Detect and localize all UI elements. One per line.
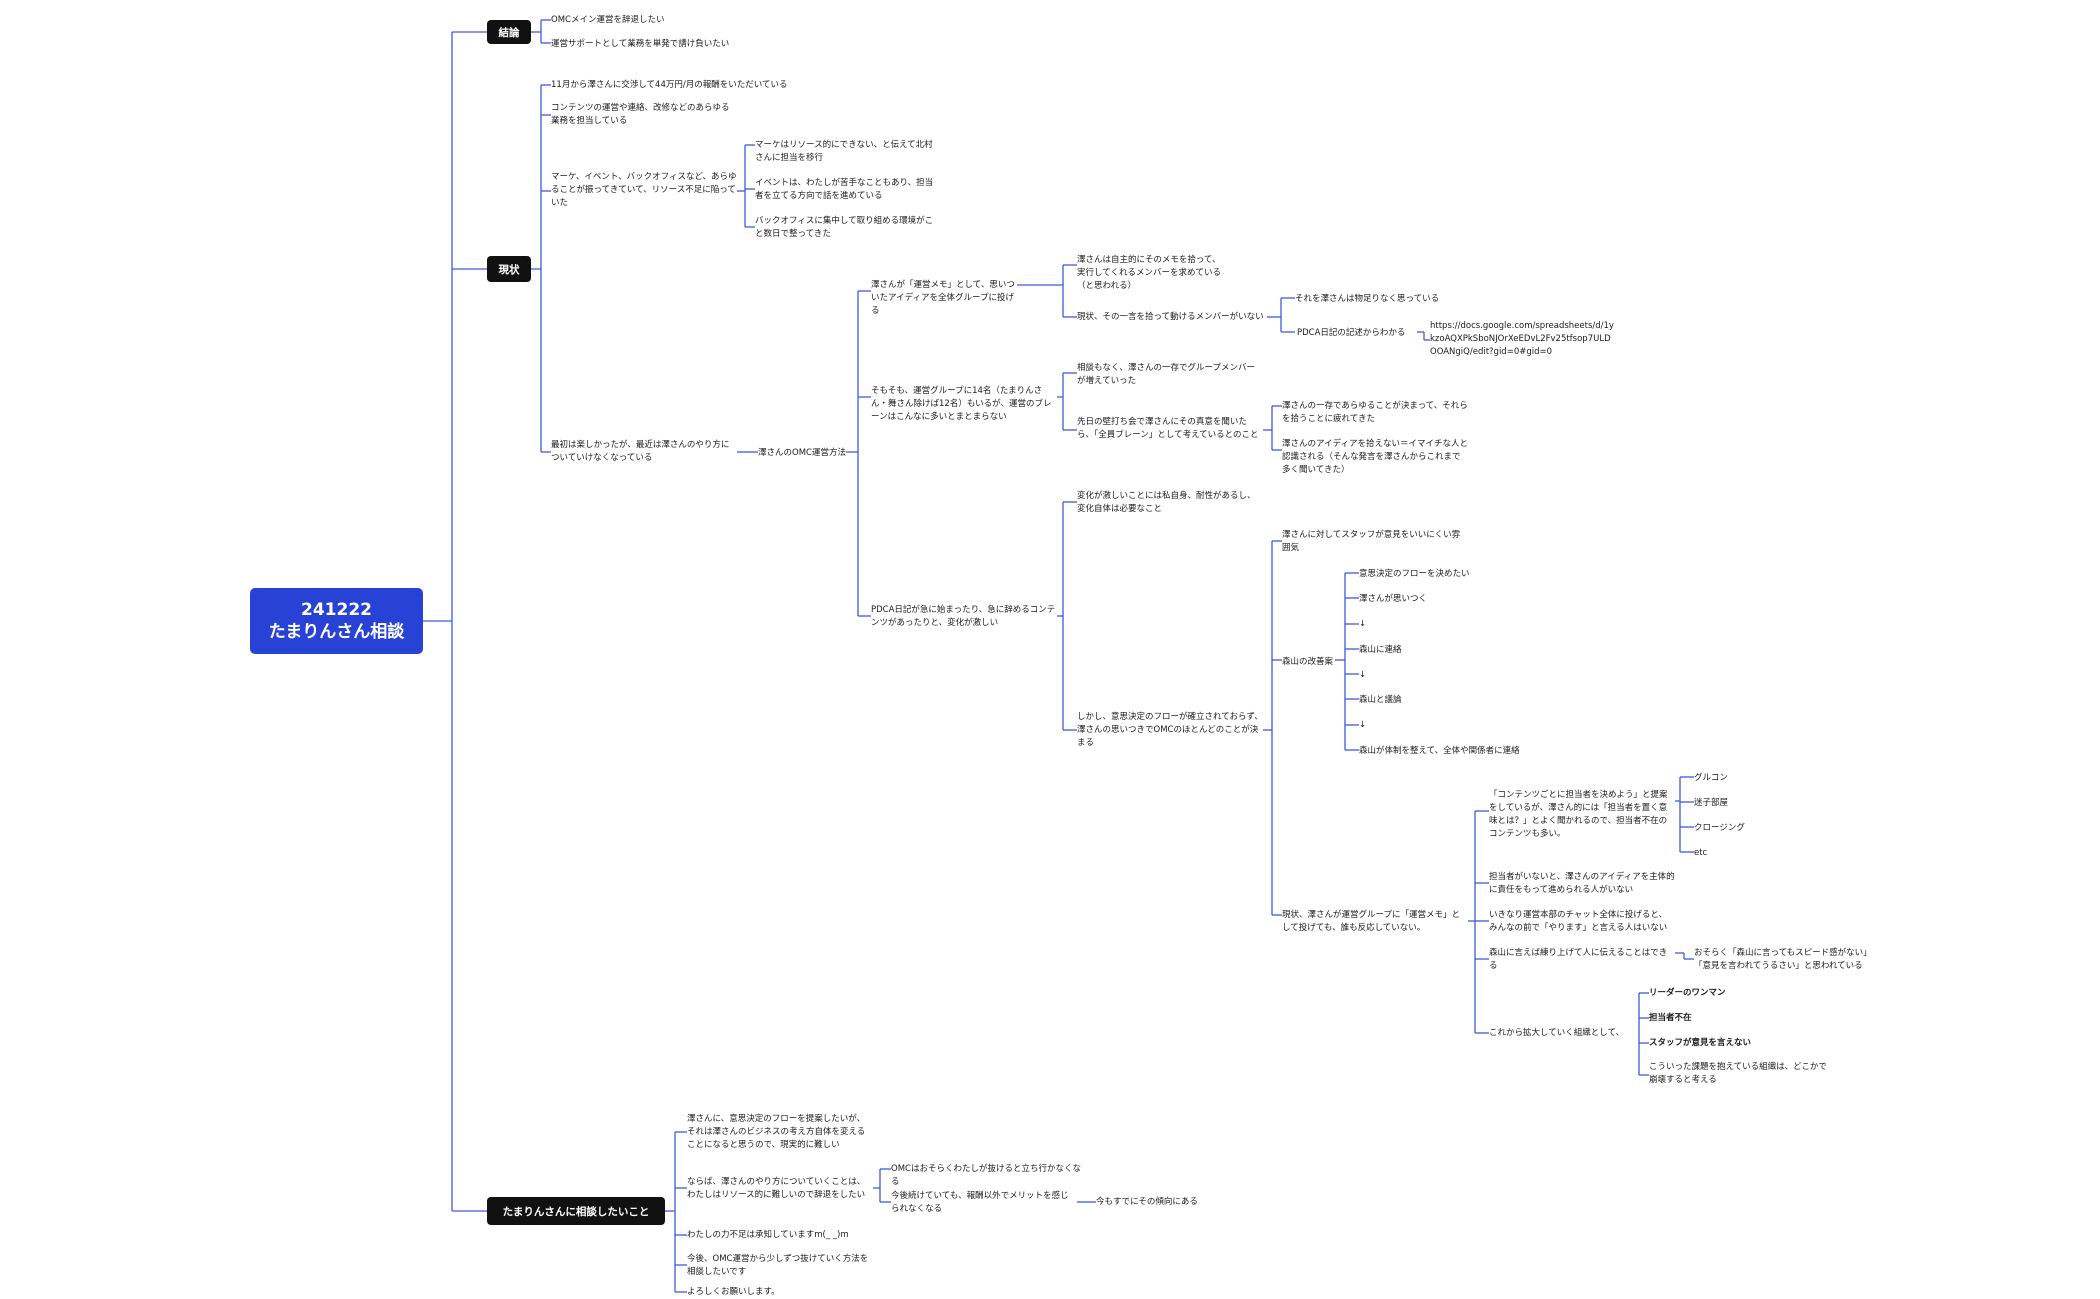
consult-item[interactable]: 今後、OMC運営から少しずつ抜けていく方法を相談したいです	[687, 1254, 869, 1277]
issue-item[interactable]: 「コンテンツごとに担当者を決めよう」と提案をしているが、澤さん的には「担当者を置…	[1489, 790, 1668, 839]
consult-item[interactable]: 澤さんに、意思決定のフローを提案したいが、それは澤さんのビジネスの考え方自体を変…	[687, 1114, 866, 1150]
method-point[interactable]: PDCA日記が急に始まったり、急に辞めるコンテンツがあったりと、変化が激しい	[871, 605, 1056, 628]
issue-item[interactable]: これから拡大していく組織として、	[1489, 1028, 1625, 1038]
status-item[interactable]: コンテンツの運営や連絡、改修などのあらゆる業務を担当している	[551, 103, 730, 126]
conclusion-item[interactable]: 運営サポートとして業務を単発で請け負いたい	[551, 39, 730, 49]
flow-step[interactable]: ↓	[1359, 619, 1367, 629]
consult-item[interactable]: わたしの力不足は承知していますm(_ _)m	[687, 1230, 849, 1240]
status-item[interactable]: 11月から澤さんに交渉して44万円/月の報酬をいただいている	[551, 80, 788, 90]
section-consult[interactable]: たまりんさんに相談したいこと	[487, 1197, 665, 1225]
method-point[interactable]: 先日の壁打ち会で澤さんにその真意を聞いたら、「全員ブレーン」として考えているとの…	[1077, 417, 1259, 440]
method-point[interactable]: 現状、澤さんが運営グループに「運営メモ」として投げても、誰も反応していない。	[1282, 910, 1460, 933]
org-issue[interactable]: リーダーのワンマン	[1649, 988, 1726, 998]
section-status[interactable]: 現状	[487, 256, 531, 282]
method-point[interactable]: そもそも、運営グループに14名（たまりんさん・舞さん除けば12名）もいるが、運営…	[871, 386, 1052, 422]
method-point[interactable]: それを澤さんは物足りなく思っている	[1295, 294, 1440, 304]
issue-item[interactable]: いきなり運営本部のチャット全体に投げると、みんなの前で「やります」と言える人はい…	[1489, 910, 1668, 933]
method-point[interactable]: 澤さんのアイディアを拾えない＝イマイチな人と認識される（そんな発言を澤さんからこ…	[1282, 439, 1468, 475]
section-conclusion[interactable]: 結論	[487, 20, 531, 44]
org-issue-note[interactable]: こういった課題を抱えている組織は、どこかで崩壊すると考える	[1649, 1062, 1827, 1085]
content-item[interactable]: グルコン	[1694, 773, 1728, 783]
flow-step[interactable]: 意思決定のフローを決めたい	[1359, 569, 1470, 579]
method-point[interactable]: しかし、意思決定のフローが確立されておらず、澤さんの思いつきでOMCのほとんどの…	[1077, 712, 1263, 748]
status-item[interactable]: マーケはリソース的にできない、と伝えて北村さんに担当を移行	[755, 140, 933, 163]
status-item[interactable]: バックオフィスに集中して取り組める環境がこと数日で整ってきた	[755, 216, 934, 239]
root-node[interactable]: 241222 たまりんさん相談	[250, 588, 423, 654]
flow-step[interactable]: 森山が体制を整えて、全体や関係者に連絡	[1359, 746, 1520, 756]
flow-step[interactable]: 森山と議論	[1359, 695, 1402, 705]
method-point[interactable]: 相談もなく、澤さんの一存でグループメンバーが増えていった	[1077, 363, 1255, 386]
method-point[interactable]: 澤さんに対してスタッフが意見をいいにくい雰囲気	[1282, 530, 1461, 553]
issue-item[interactable]: 森山に言えば練り上げて人に伝えることはできる	[1489, 948, 1668, 971]
org-issue[interactable]: 担当者不在	[1649, 1013, 1692, 1023]
consult-item[interactable]: ならば、澤さんのやり方についていくことは、わたしはリソース的に難しいので辞退をし…	[687, 1177, 866, 1200]
method-point[interactable]: PDCA日記の記述からわかる	[1297, 328, 1406, 338]
consult-item[interactable]: よろしくお願いします。	[687, 1287, 780, 1297]
consult-item[interactable]: OMCはおそらくわたしが抜けると立ち行かなくなる	[891, 1164, 1081, 1187]
issue-item[interactable]: 担当者がいないと、澤さんのアイディアを主体的に責任をもって進められる人がいない	[1489, 872, 1675, 895]
flow-step[interactable]: ↓	[1359, 720, 1367, 730]
consult-item[interactable]: 今もすでにその傾向にある	[1096, 1197, 1198, 1207]
content-item[interactable]: etc	[1694, 848, 1708, 858]
flow-step[interactable]: 澤さんが思いつく	[1359, 594, 1428, 604]
improvement-plan[interactable]: 森山の改善案	[1282, 657, 1334, 667]
status-item[interactable]: イベントは、わたしが苦手なこともあり、担当者を立てる方向で話を進めている	[755, 178, 934, 201]
method-point[interactable]: 澤さんが「運営メモ」として、思いついたアイディアを全体グループに投げる	[871, 280, 1015, 316]
pdca-link[interactable]: https://docs.google.com/spreadsheets/d/1…	[1430, 321, 1614, 357]
conclusion-item[interactable]: OMCメイン運営を辞退したい	[551, 15, 665, 25]
content-item[interactable]: クロージング	[1694, 823, 1745, 833]
method-point[interactable]: 現状、その一言を拾って動けるメンバーがいない	[1077, 312, 1264, 322]
method-node[interactable]: 澤さんのOMC運営方法	[758, 448, 846, 458]
method-point[interactable]: 澤さんは自主的にそのメモを拾って、実行してくれるメンバーを求めている（と思われる…	[1077, 255, 1221, 291]
issue-item[interactable]: おそらく「森山に言ってもスピード感がない」「意見を言われてうるさい」と思われてい…	[1694, 948, 1872, 971]
flow-step[interactable]: ↓	[1359, 670, 1367, 680]
status-item[interactable]: 最初は楽しかったが、最近は澤さんのやり方についていけなくなっている	[551, 440, 730, 463]
method-point[interactable]: 変化が激しいことには私自身、耐性があるし、変化自体は必要なこと	[1077, 491, 1256, 514]
consult-item[interactable]: 今後続けていても、報酬以外でメリットを感じられなくなる	[891, 1191, 1069, 1214]
flow-step[interactable]: 森山に連絡	[1359, 645, 1402, 655]
content-item[interactable]: 迷子部屋	[1694, 798, 1729, 808]
status-item[interactable]: マーケ、イベント、バックオフィスなど、あらゆることが振ってきていて、リソース不足…	[551, 172, 737, 208]
org-issue[interactable]: スタッフが意見を言えない	[1649, 1038, 1752, 1048]
method-point[interactable]: 澤さんの一存であらゆることが決まって、それらを拾うことに疲れてきた	[1282, 401, 1468, 424]
